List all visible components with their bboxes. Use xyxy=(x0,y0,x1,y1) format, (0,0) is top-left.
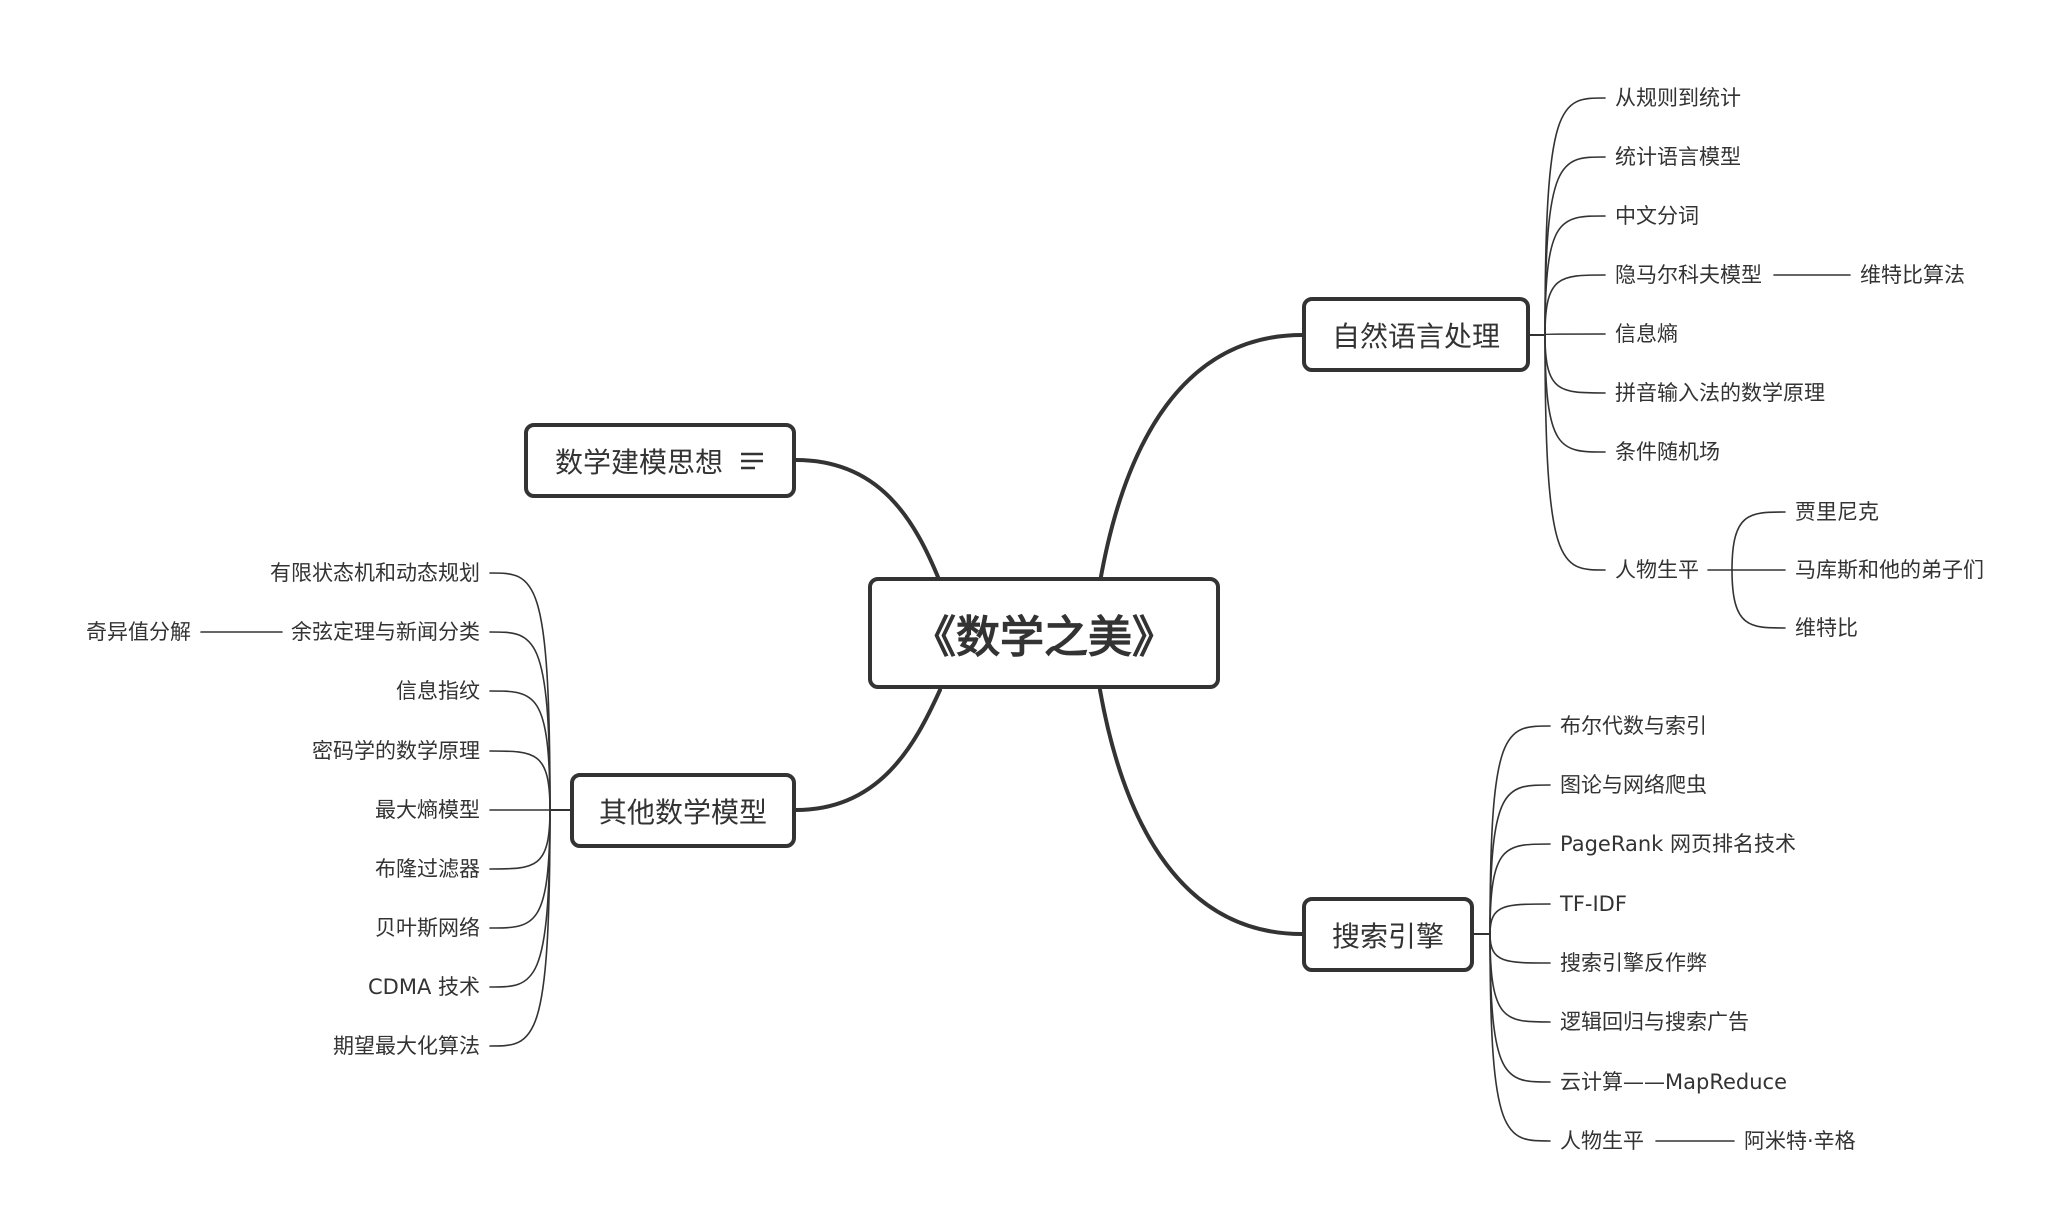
subtopic-connector xyxy=(1473,933,1551,1083)
subtopic-connector xyxy=(1473,725,1551,935)
subtopic-connector xyxy=(1529,334,1606,571)
subtopic-connector xyxy=(1529,274,1606,336)
nlp-subtopic[interactable]: 人物生平 xyxy=(1615,558,1699,582)
branch-line-search xyxy=(1098,688,1304,936)
subtopic-connector xyxy=(489,809,571,1047)
search-subtopic[interactable]: 人物生平 xyxy=(1560,1129,1644,1153)
central-topic[interactable]: 《数学之美》 xyxy=(868,577,1220,689)
branch-search[interactable]: 搜索引擎 xyxy=(1302,897,1474,972)
branch-search-label: 搜索引擎 xyxy=(1331,919,1444,953)
other-subtopic[interactable]: 信息指纹 xyxy=(396,679,480,703)
subtopic-connector xyxy=(1473,933,1551,964)
subtopic-connector xyxy=(1473,784,1551,935)
subtopic-connector xyxy=(489,631,571,811)
search-subtopic[interactable]: PageRank 网页排名技术 xyxy=(1560,832,1796,856)
nlp-subtopic[interactable]: 统计语言模型 xyxy=(1615,145,1741,169)
subtopic-connector xyxy=(1529,334,1606,394)
notes-icon[interactable] xyxy=(739,450,765,472)
branch-nlp-label: 自然语言处理 xyxy=(1331,319,1500,353)
subtopic-connector xyxy=(1529,156,1606,336)
subtopic-connector xyxy=(489,750,571,811)
central-topic-label: 《数学之美》 xyxy=(912,612,1176,663)
search-subtopic[interactable]: 布尔代数与索引 xyxy=(1560,714,1707,738)
search-subtopic[interactable]: 逻辑回归与搜索广告 xyxy=(1560,1010,1749,1034)
nlp-leaf[interactable]: 马库斯和他的弟子们 xyxy=(1795,558,1984,582)
subtopic-connector xyxy=(1473,933,1551,1142)
branch-modeling[interactable]: 数学建模思想 xyxy=(524,423,796,498)
nlp-subtopic[interactable]: 从规则到统计 xyxy=(1615,86,1741,110)
leaf-connector xyxy=(1731,569,1786,629)
other-subtopic[interactable]: 有限状态机和动态规划 xyxy=(270,561,480,585)
leaf-connector xyxy=(1731,511,1786,571)
subtopic-connector xyxy=(489,809,571,870)
nlp-subtopic[interactable]: 条件随机场 xyxy=(1615,440,1720,464)
nlp-subtopic[interactable]: 隐马尔科夫模型 xyxy=(1615,263,1762,287)
search-subtopic[interactable]: 云计算——MapReduce xyxy=(1560,1070,1787,1094)
other-subtopic[interactable]: 密码学的数学原理 xyxy=(312,739,480,763)
branch-line-modeling xyxy=(794,458,942,584)
nlp-subtopic[interactable]: 拼音输入法的数学原理 xyxy=(1615,381,1825,405)
subtopic-connector xyxy=(1473,933,1551,1023)
other-leaf[interactable]: 奇异值分解 xyxy=(86,620,191,644)
search-subtopic[interactable]: 图论与网络爬虫 xyxy=(1560,773,1707,797)
other-subtopic[interactable]: 最大熵模型 xyxy=(375,798,480,822)
search-subtopic[interactable]: 搜索引擎反作弊 xyxy=(1560,951,1707,975)
branch-line-other xyxy=(794,688,942,812)
branch-modeling-label: 数学建模思想 xyxy=(554,445,723,479)
branch-line-nlp xyxy=(1098,333,1304,584)
search-subtopic[interactable]: TF-IDF xyxy=(1560,892,1627,916)
nlp-leaf[interactable]: 维特比 xyxy=(1795,616,1858,640)
other-subtopic[interactable]: 贝叶斯网络 xyxy=(375,916,480,940)
branch-other-label: 其他数学模型 xyxy=(598,795,767,829)
nlp-subtopic[interactable]: 中文分词 xyxy=(1615,204,1699,228)
search-leaf[interactable]: 阿米特·辛格 xyxy=(1744,1129,1856,1153)
subtopic-connector xyxy=(1473,903,1551,935)
other-subtopic[interactable]: 布隆过滤器 xyxy=(375,857,480,881)
branch-other[interactable]: 其他数学模型 xyxy=(570,773,796,848)
nlp-leaf[interactable]: 贾里尼克 xyxy=(1795,500,1879,524)
other-subtopic[interactable]: CDMA 技术 xyxy=(368,975,480,999)
nlp-subtopic[interactable]: 信息熵 xyxy=(1615,322,1678,346)
branch-nlp[interactable]: 自然语言处理 xyxy=(1302,297,1530,372)
subtopic-connector xyxy=(489,809,571,988)
nlp-leaf[interactable]: 维特比算法 xyxy=(1860,263,1965,287)
subtopic-connector xyxy=(1473,843,1551,935)
other-subtopic[interactable]: 期望最大化算法 xyxy=(333,1034,480,1058)
other-subtopic[interactable]: 余弦定理与新闻分类 xyxy=(291,620,480,644)
